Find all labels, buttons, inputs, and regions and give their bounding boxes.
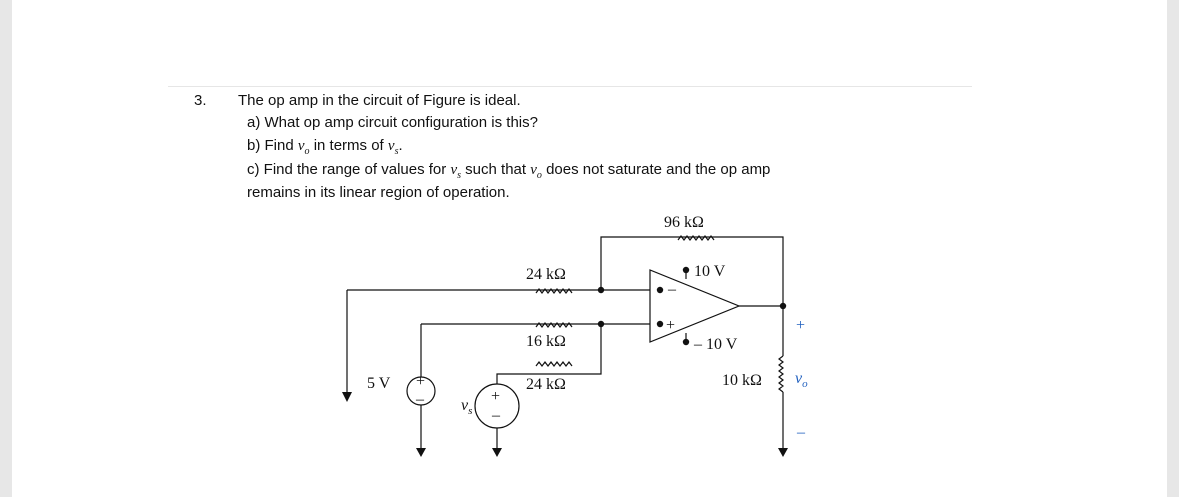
source-vs <box>474 383 520 429</box>
left-gutter <box>0 0 12 497</box>
output-minus: – <box>796 424 806 441</box>
label-supply-neg: – 10 V <box>693 336 738 353</box>
source-vs-plus: + <box>491 388 500 405</box>
opamp-minus-sign: – <box>667 281 677 298</box>
part-c: c) Find the range of values for vs such … <box>247 161 771 181</box>
source-5v <box>406 376 436 406</box>
op-amp-triangle <box>649 269 741 343</box>
question-number: 3. <box>194 92 207 109</box>
part-c-continued: remains in its linear region of operatio… <box>247 184 510 201</box>
resistor-24k-bottom <box>535 361 573 367</box>
resistor-10k-load <box>778 355 784 393</box>
label-r-mid: 16 kΩ <box>526 333 566 350</box>
label-r-load: 10 kΩ <box>722 372 762 389</box>
resistor-24k-top <box>535 288 573 294</box>
output-vo-label: vo <box>795 370 808 390</box>
label-r-top: 24 kΩ <box>526 266 566 283</box>
ground-arrows <box>342 392 788 457</box>
part-b: b) Find vo in terms of vs. <box>247 137 403 157</box>
label-r-bottom: 24 kΩ <box>526 376 566 393</box>
resistor-96k <box>677 235 715 241</box>
output-plus: + <box>796 317 805 334</box>
label-source-vs: vs <box>461 397 472 417</box>
label-supply-pos: 10 V <box>694 263 726 280</box>
part-a: a) What op amp circuit configuration is … <box>247 114 538 131</box>
source-5v-plus: + <box>416 373 425 390</box>
top-divider <box>168 86 972 87</box>
junction-dots <box>597 266 787 346</box>
source-vs-minus: – <box>491 407 501 424</box>
opamp-plus-sign: + <box>666 317 675 334</box>
source-5v-minus: – <box>415 391 425 408</box>
label-source-5v: 5 V <box>367 375 391 392</box>
resistor-16k <box>535 322 573 328</box>
problem-statement: The op amp in the circuit of Figure is i… <box>238 92 521 109</box>
right-gutter <box>1167 0 1179 497</box>
label-r-feedback: 96 kΩ <box>664 214 704 231</box>
